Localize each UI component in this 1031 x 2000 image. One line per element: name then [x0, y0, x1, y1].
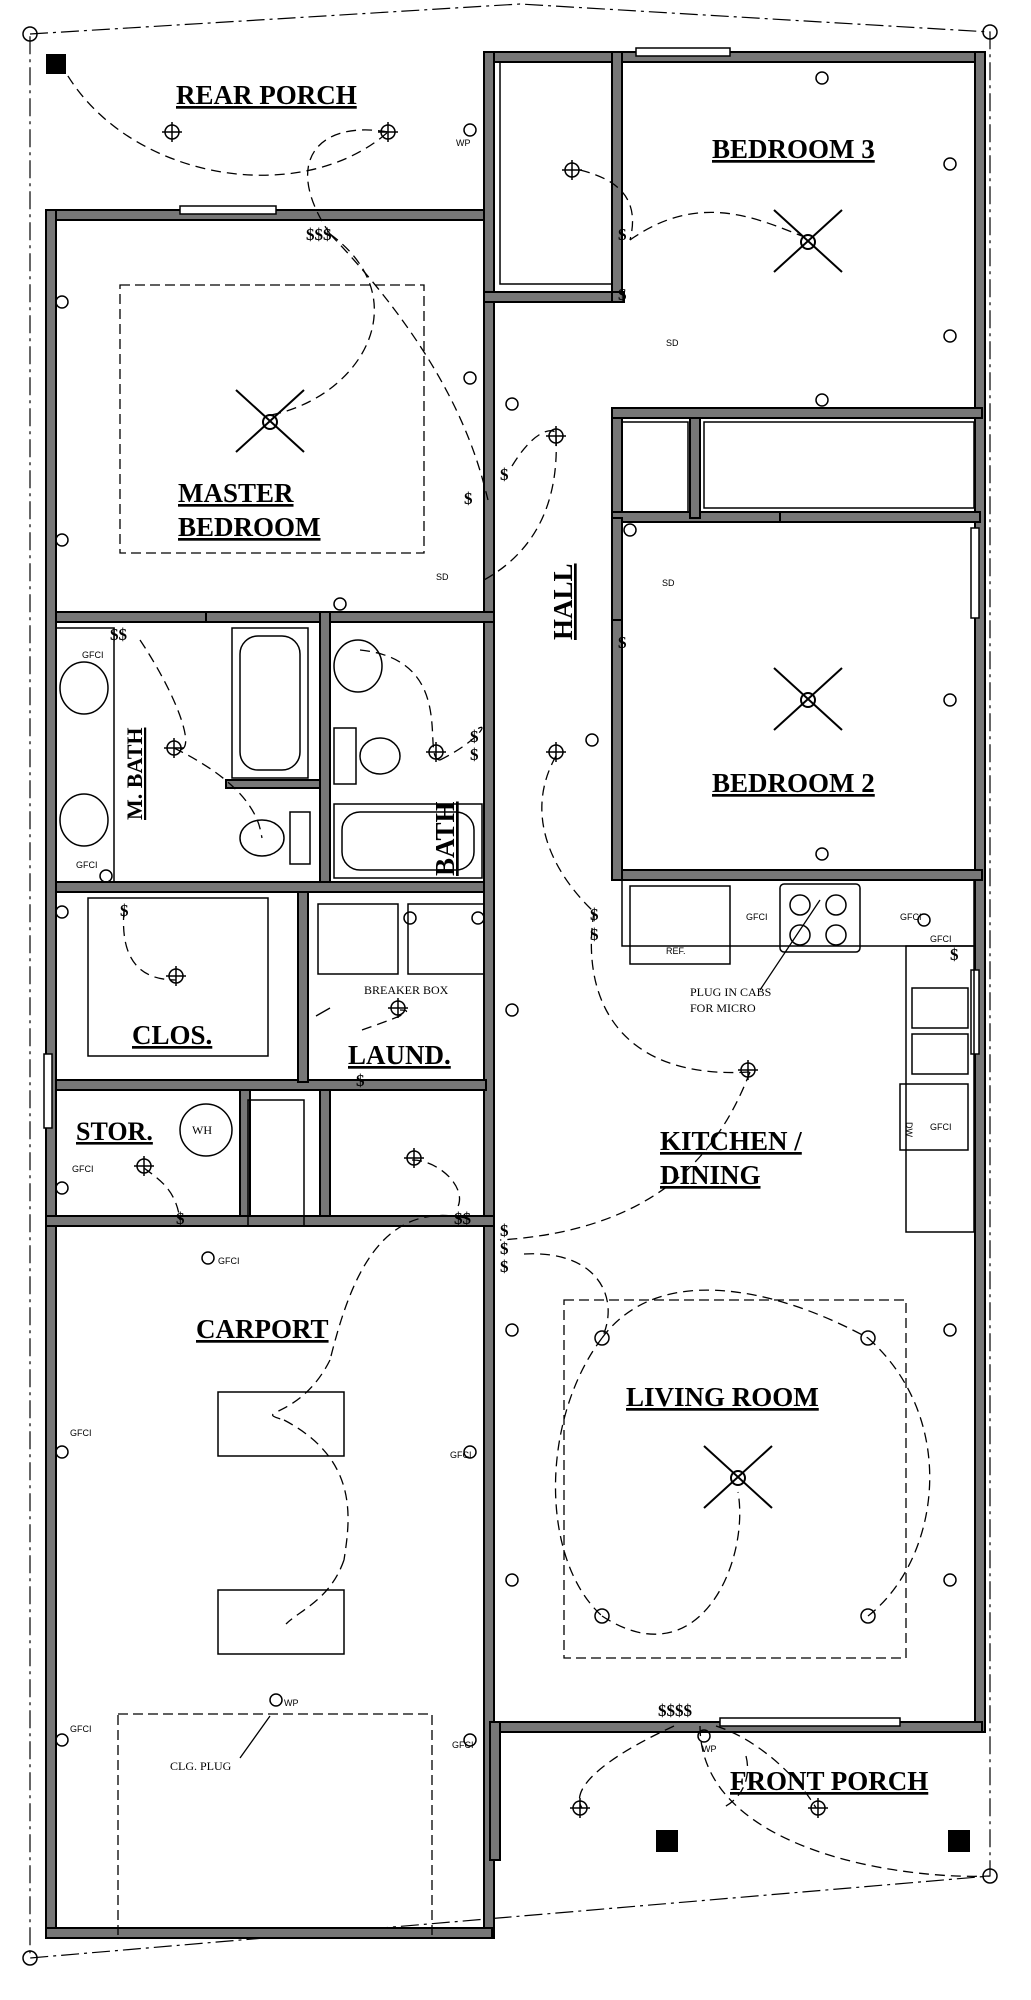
room-label-kitchen: KITCHEN / [660, 1126, 802, 1156]
switch-single: $ [500, 1221, 509, 1240]
room-label-clos: CLOS. [132, 1020, 212, 1050]
note-gfci: GFCI [70, 1724, 92, 1734]
room-label-carport: CARPORT [196, 1314, 329, 1344]
switch-single: $ [500, 1257, 509, 1276]
switch-double: $$ [454, 1209, 472, 1228]
switch-single: $ [464, 489, 473, 508]
note-dw: DW [904, 1122, 914, 1137]
note-wh: WH [192, 1123, 212, 1137]
switch-triple: $$$ [306, 225, 332, 244]
note-gfci: GFCI [930, 934, 952, 944]
leader-line [759, 899, 821, 991]
ceiling-fan-icon [703, 1445, 773, 1509]
note-gfci: GFCI [450, 1450, 472, 1460]
room-label-front-porch: FRONT PORCH [730, 1766, 928, 1796]
switch-single: $ [120, 901, 129, 920]
switch-single: $ [500, 465, 509, 484]
switch-single: $ [618, 225, 627, 244]
switch-single: $ [590, 905, 599, 924]
wiring [59, 61, 991, 1877]
room-label-master-bedroom: BEDROOM [178, 512, 321, 542]
room-label-kitchen: DINING [660, 1160, 761, 1190]
room-label-living-room: LIVING ROOM [626, 1382, 819, 1412]
room-label-bath: BATH [430, 801, 460, 876]
room-label-rear-porch: REAR PORCH [176, 80, 357, 110]
ceiling-fan-icon [235, 389, 305, 453]
note-gfci: GFCI [82, 650, 104, 660]
note-gfci: GFCI [900, 912, 922, 922]
switch-double: $$ [110, 625, 128, 644]
note-gfci: GFCI [72, 1164, 94, 1174]
property-line [29, 3, 991, 1959]
room-label-master-bedroom: MASTER [178, 478, 294, 508]
receptacle-icon [55, 71, 957, 1747]
note-plug-in-cabs: FOR MICRO [690, 1001, 756, 1015]
note-clg-plug: CLG. PLUG [170, 1759, 232, 1773]
fixtures [55, 61, 975, 1939]
note-plug-in-cabs: PLUG IN CABS [690, 985, 771, 999]
note-ref: REF. [666, 946, 686, 956]
note-gfci: GFCI [452, 1740, 474, 1750]
note-sd: SD [666, 338, 679, 348]
switch-single: $ [356, 1071, 365, 1090]
switch-single: $ [176, 1209, 185, 1228]
switch-single: $ [590, 925, 599, 944]
room-label-bedroom-3: BEDROOM 3 [712, 134, 875, 164]
note-sd: SD [662, 578, 675, 588]
leader-line [239, 1715, 271, 1759]
corner-post [46, 54, 66, 74]
note-gfci: GFCI [76, 860, 98, 870]
leader-line [315, 1007, 331, 1017]
note-gfci: GFCI [930, 1122, 952, 1132]
light-fixture-icon [134, 122, 876, 1818]
switch-quad: $$$$ [658, 1701, 693, 1720]
note-wp: WP [284, 1698, 299, 1708]
room-label-hall: HALL [548, 563, 578, 640]
switch-single: $ [500, 1239, 509, 1258]
corner-post [656, 1830, 678, 1852]
switch-single: $ [618, 633, 627, 652]
room-label-m-bath: M. BATH [122, 728, 147, 820]
note-sd: SD [436, 572, 449, 582]
corner-post [948, 1830, 970, 1852]
note-wp: WP [456, 138, 471, 148]
note-gfci: GFCI [746, 912, 768, 922]
room-label-stor: STOR. [76, 1117, 153, 1146]
switch-single: $ [950, 945, 959, 964]
walls [45, 51, 986, 1939]
note-breaker-box: BREAKER BOX [364, 983, 449, 997]
switch-single: $ [470, 727, 479, 746]
ceiling-fan-icon [773, 209, 843, 273]
ceiling-fan-icon [773, 667, 843, 731]
survey-marker-icon [22, 24, 998, 1966]
room-label-laund: LAUND. [348, 1040, 451, 1070]
switch-single: $ [470, 745, 479, 764]
switch-single: $ [618, 285, 627, 304]
room-label-bedroom-2: BEDROOM 2 [712, 768, 875, 798]
note-gfci: GFCI [218, 1256, 240, 1266]
note-gfci: GFCI [70, 1428, 92, 1438]
windows [43, 47, 980, 1727]
note-wp: WP [702, 1744, 717, 1754]
